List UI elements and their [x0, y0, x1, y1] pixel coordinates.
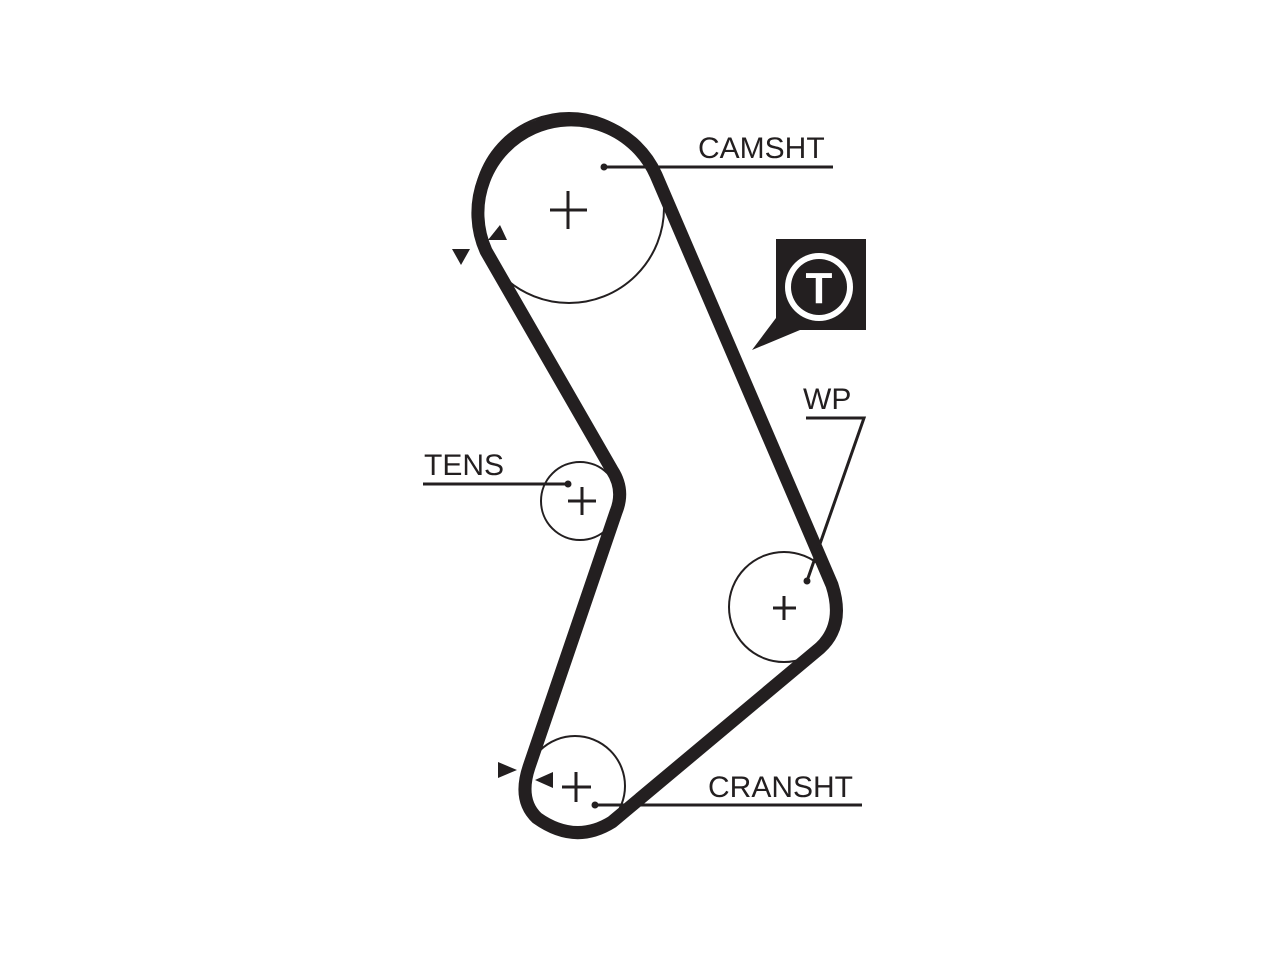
timing-belt — [471, 113, 843, 839]
water-pump-hub-cross — [773, 596, 796, 620]
crankshaft-leader-dot — [591, 801, 599, 809]
tensioner-label: TENS — [424, 449, 504, 482]
water-pump-label: WP — [803, 383, 851, 416]
tensioner-hub-cross — [568, 487, 596, 515]
tensioner-badge-letter: T — [806, 264, 833, 313]
tensioner-leader-dot — [564, 480, 572, 488]
crankshaft-hub-cross — [562, 772, 591, 802]
camshaft-label: CAMSHT — [698, 132, 825, 165]
crankshaft-timing-mark-outer — [498, 762, 517, 778]
camshaft-timing-mark-outer — [452, 249, 470, 265]
camshaft-hub-cross — [550, 191, 587, 229]
tensioner-badge-icon: T — [752, 239, 866, 350]
crankshaft-timing-mark-inner — [535, 772, 553, 788]
water-pump-leader-dot — [803, 577, 811, 585]
crankshaft-label: CRANSHT — [708, 771, 853, 804]
camshaft-timing-mark-inner — [488, 225, 507, 240]
camshaft-leader-dot — [600, 163, 608, 171]
water-pump-leader-line — [805, 416, 867, 582]
